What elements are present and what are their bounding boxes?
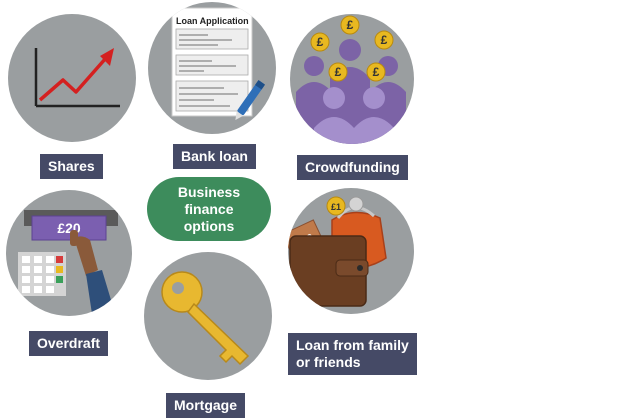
label-family-loan: Loan from family or friends	[288, 333, 417, 375]
svg-text:£: £	[381, 33, 388, 47]
crowd-people-front	[314, 87, 394, 144]
trend-line	[38, 56, 108, 102]
coin-icons: £ £ £ £ £	[310, 15, 394, 82]
key-hole	[172, 282, 184, 294]
svg-text:£: £	[335, 65, 342, 79]
hand-icon	[70, 230, 114, 314]
crowdfunding-illustration: £ £ £ £ £	[290, 14, 414, 144]
mortgage-illustration	[144, 252, 272, 380]
shares-illustration	[8, 14, 136, 142]
label-mortgage: Mortgage	[166, 393, 245, 418]
banknote-icon	[31, 215, 107, 241]
business-finance-options-title: Business finance options	[147, 177, 271, 241]
svg-text:£1: £1	[331, 202, 341, 212]
svg-text:£: £	[317, 35, 324, 49]
form-sections	[175, 28, 249, 112]
svg-text:£: £	[347, 18, 354, 32]
small-coin-icon: £1	[326, 196, 364, 216]
loan-form-title: Loan Application	[176, 16, 249, 26]
svg-text:£: £	[373, 65, 380, 79]
keypad-icon	[18, 252, 66, 296]
bank-loan-illustration: Loan Application	[148, 2, 276, 134]
pen-icon	[235, 80, 266, 121]
wallet-icon	[289, 235, 369, 307]
label-overdraft: Overdraft	[29, 331, 109, 356]
label-shares: Shares	[40, 154, 103, 179]
overdraft-illustration: £20	[6, 190, 132, 316]
label-bank-loan: Bank loan	[173, 144, 256, 169]
arrow-up-icon	[100, 48, 114, 66]
family-loan-illustration: £1 £10	[288, 188, 414, 314]
label-crowdfunding: Crowdfunding	[297, 155, 408, 180]
